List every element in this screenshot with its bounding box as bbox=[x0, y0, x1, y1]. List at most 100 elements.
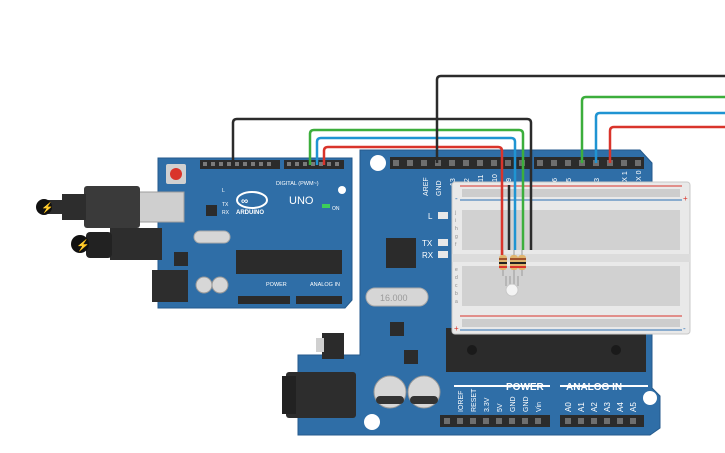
dc-jack-small[interactable] bbox=[110, 228, 162, 260]
row-letters-top: j i h g f bbox=[454, 210, 458, 248]
small-power-header[interactable] bbox=[238, 296, 290, 304]
pin-label: 5V bbox=[497, 403, 504, 412]
arduino-logo-glyph: ∞ bbox=[241, 196, 248, 207]
large-mount-hole-1 bbox=[370, 155, 386, 171]
row-letter: h bbox=[455, 226, 458, 232]
usb-plug-body bbox=[84, 186, 140, 228]
small-model: UNO bbox=[289, 195, 314, 207]
small-mount-hole bbox=[338, 186, 346, 194]
small-analog-header[interactable] bbox=[296, 296, 342, 304]
pin-label: GND bbox=[510, 396, 517, 412]
small-on-label: ON bbox=[332, 206, 340, 212]
bottom-rail-plus: + bbox=[454, 324, 459, 333]
large-rx-label: RX bbox=[422, 251, 434, 260]
top-rail-holes[interactable] bbox=[462, 189, 680, 197]
row-letter: g bbox=[455, 234, 458, 240]
pin-label: A2 bbox=[590, 402, 599, 412]
power-cable-end bbox=[71, 235, 89, 253]
large-bottom-header-pins bbox=[444, 418, 636, 424]
large-capacitor-1-mark bbox=[376, 396, 404, 404]
pin-label: ~10 bbox=[492, 174, 499, 186]
large-power-pin-labels: IOREF RESET 3.3V 5V GND GND Vin bbox=[458, 388, 543, 412]
pin-label: TX 1 bbox=[622, 171, 629, 186]
wire-green-small[interactable] bbox=[308, 128, 525, 250]
small-analog-label: ANALOG IN bbox=[310, 282, 340, 288]
small-chip-1 bbox=[206, 205, 217, 216]
large-analog-pin-labels: A0 A1 A2 A3 A4 A5 bbox=[564, 402, 638, 412]
row-letter: f bbox=[455, 242, 457, 248]
small-digital-header-left[interactable] bbox=[200, 160, 280, 169]
resistor-3[interactable] bbox=[518, 250, 526, 276]
large-power-underline bbox=[454, 385, 550, 387]
usb-connector[interactable] bbox=[137, 191, 185, 223]
usb-bolt-icon: ⚡ bbox=[41, 201, 53, 214]
top-rail-minus: - bbox=[455, 194, 458, 203]
bottom-rail-minus: - bbox=[683, 324, 686, 333]
pin-label: A5 bbox=[629, 402, 638, 412]
large-l-led bbox=[438, 212, 448, 219]
large-transistor bbox=[404, 350, 418, 364]
dc-jack-small-plug bbox=[86, 232, 112, 258]
large-aref-label: AREF bbox=[423, 177, 430, 196]
pin-label: GND bbox=[523, 396, 530, 412]
large-crystal-label: 16.000 bbox=[380, 293, 408, 303]
breadboard[interactable]: - + + - j i h g f e d c b a bbox=[451, 181, 691, 335]
pin-label: A3 bbox=[603, 402, 612, 412]
small-rx-label: RX bbox=[222, 210, 230, 216]
wire-black-small[interactable] bbox=[231, 117, 533, 250]
wire-black-large[interactable] bbox=[435, 74, 725, 163]
large-power-label: POWER bbox=[506, 382, 545, 393]
large-crystal bbox=[365, 287, 429, 307]
rgb-led[interactable] bbox=[505, 276, 519, 297]
wires[interactable] bbox=[231, 74, 725, 255]
power-bolt-icon: ⚡ bbox=[76, 239, 90, 252]
small-tx-label: TX bbox=[222, 202, 229, 208]
top-terminal-holes[interactable] bbox=[462, 210, 680, 250]
large-dc-jack[interactable] bbox=[286, 372, 356, 418]
row-letter: a bbox=[455, 299, 458, 305]
wire-red-large[interactable] bbox=[608, 125, 725, 163]
row-letters-bottom: e d c b a bbox=[455, 267, 458, 305]
pin-label: RX 0 bbox=[636, 170, 643, 186]
wire-red-small[interactable] bbox=[322, 145, 504, 255]
top-rail-plus: + bbox=[683, 194, 688, 203]
pin-label: A4 bbox=[616, 402, 625, 412]
large-usb-chip bbox=[386, 238, 416, 268]
usb-cable bbox=[48, 200, 64, 214]
wire-blue-large[interactable] bbox=[594, 111, 725, 163]
large-digital-header-right[interactable] bbox=[534, 157, 644, 169]
arduino-uno-small[interactable]: ⚡ ⚡ DIGITAL (PWM~) ∞ ARDUINO UNO ON L TX… bbox=[36, 157, 353, 309]
large-rx-led bbox=[438, 251, 448, 258]
large-chip-notch-right bbox=[611, 345, 621, 355]
pin-label: Vin bbox=[536, 402, 543, 412]
large-mount-hole-2 bbox=[364, 414, 380, 430]
pin-label: ~11 bbox=[478, 175, 485, 186]
large-power-header[interactable] bbox=[440, 415, 550, 427]
pin-label: 3.3V bbox=[484, 397, 491, 412]
small-l-label: L bbox=[222, 188, 225, 194]
dc-jack-small-base bbox=[152, 270, 188, 302]
bottom-terminal-holes[interactable] bbox=[462, 266, 680, 306]
row-letter: j bbox=[454, 210, 456, 216]
bottom-rail-holes[interactable] bbox=[462, 319, 680, 327]
large-chip-notch-left bbox=[467, 345, 477, 355]
small-power-label: POWER bbox=[266, 282, 287, 288]
pin-label: RESET bbox=[471, 388, 478, 412]
row-letter: c bbox=[455, 283, 458, 289]
large-analog-underline bbox=[560, 385, 648, 387]
small-chip-2 bbox=[174, 252, 188, 266]
large-tx-led bbox=[438, 239, 448, 246]
large-capacitor-2-mark bbox=[410, 396, 438, 404]
on-led bbox=[322, 204, 330, 208]
large-l-label: L bbox=[428, 212, 433, 221]
wire-green-large[interactable] bbox=[580, 95, 725, 163]
breadboard-center-channel bbox=[452, 254, 690, 262]
resistor-2[interactable] bbox=[510, 250, 518, 276]
large-analog-label: ANALOG IN bbox=[566, 382, 622, 393]
usb-plug-neck bbox=[62, 194, 86, 220]
small-digital-label: DIGITAL (PWM~) bbox=[276, 181, 319, 187]
wire-blue-small[interactable] bbox=[315, 136, 517, 250]
row-letter: d bbox=[455, 275, 458, 281]
small-digital-header-pins bbox=[203, 162, 339, 166]
